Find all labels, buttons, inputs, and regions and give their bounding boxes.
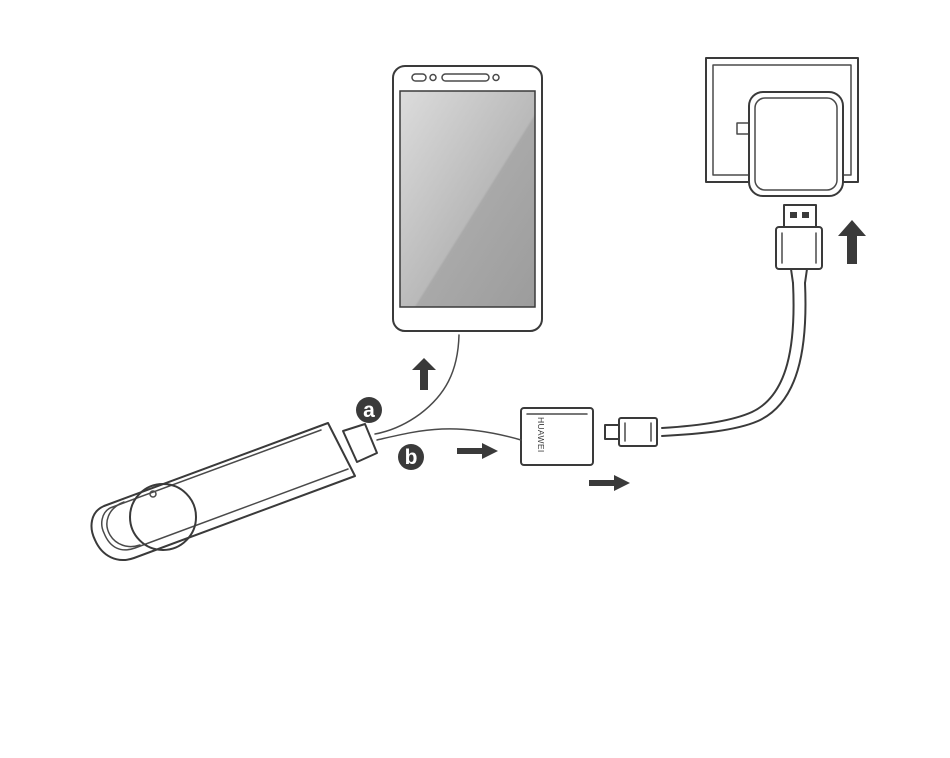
otg-adapter: HUAWEI: [521, 408, 593, 465]
usb-a-plug-tip: [784, 205, 816, 227]
micro-usb-plug: [605, 418, 657, 446]
micro-usb-tip: [605, 425, 619, 439]
wall-charger: [706, 58, 858, 283]
power-adapter-body: [749, 92, 843, 196]
micro-usb-grip: [625, 423, 651, 441]
otg-adapter-body: [521, 408, 593, 465]
arrow-up-charger-icon: [838, 220, 866, 264]
usb-a-plug-grip: [782, 233, 816, 263]
phone-screen: [400, 91, 535, 307]
step-marker-a: a: [356, 397, 382, 423]
usb-flash-drive: [92, 423, 377, 560]
phone-sensor: [412, 74, 426, 81]
phone-camera-icon: [430, 75, 436, 81]
usb-drive-body: [92, 423, 355, 560]
usb-a-contact-right: [802, 212, 809, 218]
usb-a-strain-relief: [791, 269, 807, 283]
phone-light-sensor: [493, 75, 499, 81]
wall-socket-slot: [737, 123, 749, 134]
marker-a-label: a: [363, 399, 375, 422]
connection-line-a: [375, 335, 459, 434]
usb-a-plug-housing: [776, 227, 822, 269]
adapter-brand-label: HUAWEI: [536, 417, 546, 453]
smartphone: [393, 66, 542, 331]
arrow-right-cable-icon: [589, 475, 630, 491]
arrow-right-adapter-icon: [457, 443, 498, 459]
charging-cable-inner: [662, 283, 805, 436]
usb-drive-body-edge: [102, 430, 348, 550]
charging-cable-outer: [662, 283, 794, 428]
marker-b-label: b: [405, 446, 418, 469]
step-marker-b: b: [398, 444, 424, 470]
arrow-up-phone-icon: [412, 358, 436, 390]
usb-drive-cap-circle: [130, 484, 196, 550]
usb-drive-lanyard-loop: [107, 502, 140, 547]
phone-earpiece: [442, 74, 489, 81]
usb-a-contact-left: [790, 212, 797, 218]
usb-drive-connector: [343, 424, 377, 462]
connection-line-b: [377, 429, 521, 440]
